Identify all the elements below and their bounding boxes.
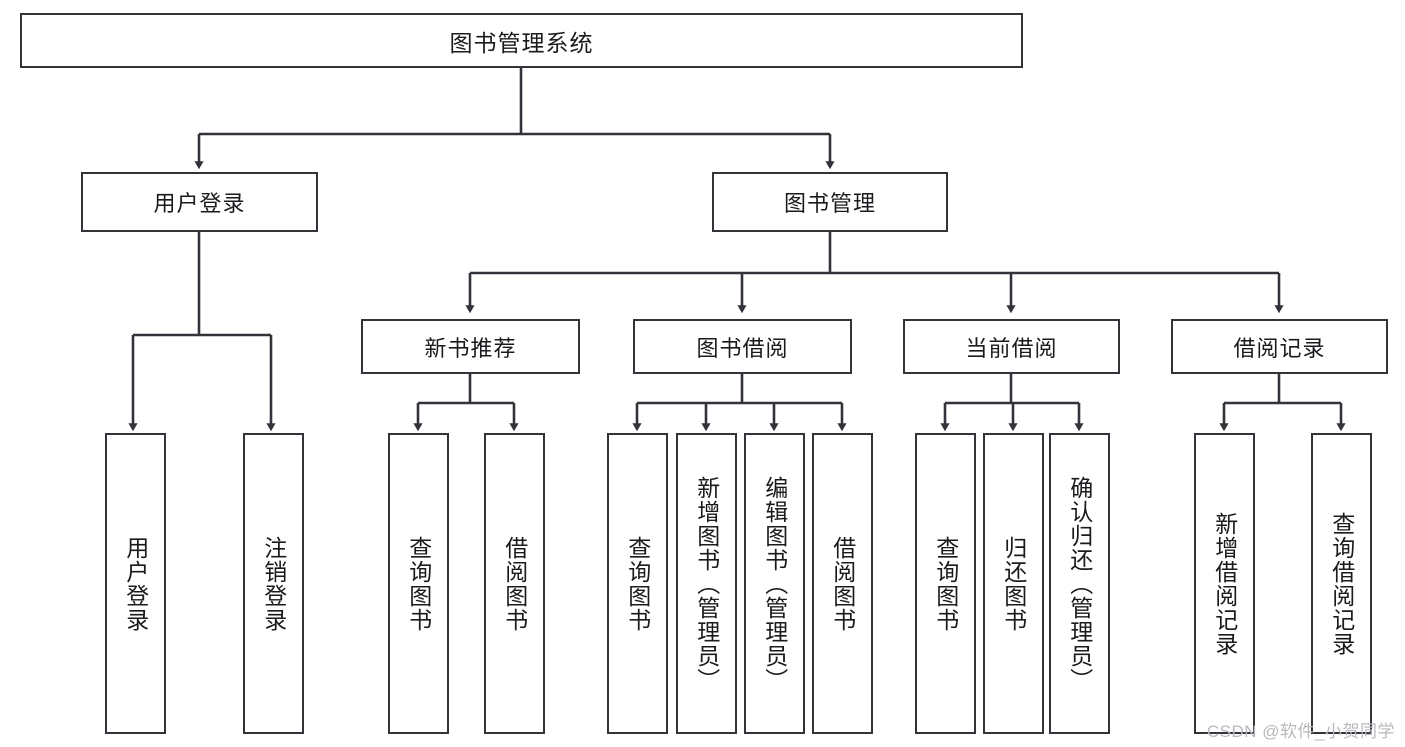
node-label: 图书管理系统 (449, 29, 594, 56)
node-leaf-confirm-return[interactable]: 确认归还（管理员） (1049, 433, 1110, 734)
node-leaf-borrow-book-2[interactable]: 借阅图书 (812, 433, 873, 734)
node-leaf-user-login[interactable]: 用户登录 (105, 433, 166, 734)
node-user-login[interactable]: 用户登录 (81, 172, 318, 232)
node-label: 图书借阅 (696, 335, 789, 361)
node-label: 新书推荐 (424, 335, 517, 361)
node-leaf-edit-book[interactable]: 编辑图书（管理员） (744, 433, 805, 734)
node-borrow-record[interactable]: 借阅记录 (1171, 319, 1388, 374)
node-leaf-query-book-3[interactable]: 查询图书 (915, 433, 976, 734)
node-label: 借阅记录 (1233, 335, 1326, 361)
node-label: 确认归还（管理员） (1066, 475, 1093, 692)
node-leaf-query-record[interactable]: 查询借阅记录 (1311, 433, 1372, 734)
node-leaf-user-logout[interactable]: 注销登录 (243, 433, 304, 734)
node-label: 查询图书 (405, 535, 432, 632)
node-leaf-query-book-1[interactable]: 查询图书 (388, 433, 449, 734)
node-label: 用户登录 (153, 191, 246, 216)
node-label: 归还图书 (1000, 535, 1027, 632)
node-new-book-recommend[interactable]: 新书推荐 (361, 319, 580, 374)
node-leaf-add-book[interactable]: 新增图书（管理员） (676, 433, 737, 734)
node-label: 用户登录 (122, 535, 149, 632)
node-label: 当前借阅 (965, 335, 1058, 361)
node-label: 借阅图书 (829, 535, 856, 632)
node-leaf-borrow-book-1[interactable]: 借阅图书 (484, 433, 545, 734)
node-leaf-query-book-2[interactable]: 查询图书 (607, 433, 668, 734)
node-label: 编辑图书（管理员） (761, 475, 788, 692)
node-current-borrow[interactable]: 当前借阅 (903, 319, 1120, 374)
node-label: 借阅图书 (501, 535, 528, 632)
node-label: 查询图书 (624, 535, 651, 632)
node-leaf-return-book[interactable]: 归还图书 (983, 433, 1044, 734)
node-book-manage[interactable]: 图书管理 (712, 172, 948, 232)
node-leaf-add-record[interactable]: 新增借阅记录 (1194, 433, 1255, 734)
node-system-title[interactable]: 图书管理系统 (20, 13, 1023, 68)
node-label: 新增图书（管理员） (693, 475, 720, 692)
node-label: 查询借阅记录 (1328, 511, 1355, 656)
node-label: 查询图书 (932, 535, 959, 632)
node-book-borrow[interactable]: 图书借阅 (633, 319, 852, 374)
node-label: 注销登录 (260, 535, 287, 632)
node-label: 图书管理 (783, 191, 876, 216)
node-label: 新增借阅记录 (1211, 511, 1238, 656)
